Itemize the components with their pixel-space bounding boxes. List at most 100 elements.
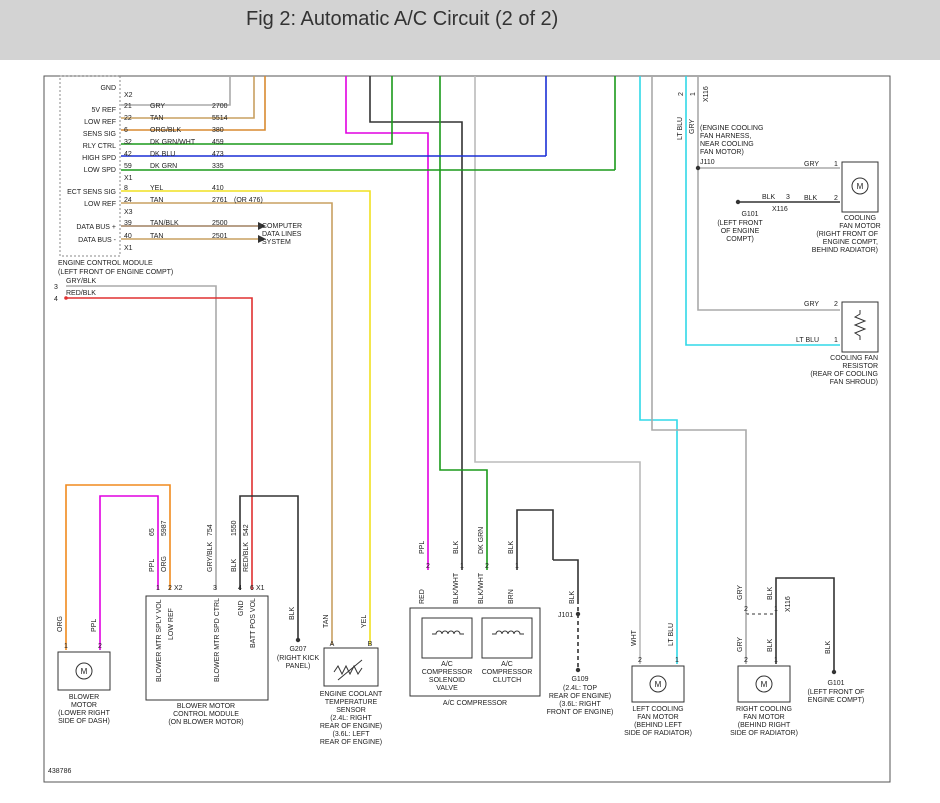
g101b-label: G101 (827, 680, 844, 687)
g101a-pin: 3 (786, 194, 790, 201)
ecm-connector-x1: X1 (124, 175, 133, 182)
ecm-pin-number: 59 (124, 163, 132, 170)
computer-data-label: SYSTEM (262, 239, 291, 246)
rfan-wire: BLK (767, 638, 774, 652)
rfan-label: RIGHT COOLING (736, 706, 792, 713)
wire-gry-5vref (121, 76, 231, 106)
ac-pin: 2 (426, 563, 430, 570)
bmcm-connector-x1: X1 (256, 585, 265, 592)
wire-dkgrn-comp (439, 76, 488, 570)
g207-label: G207 (289, 646, 306, 653)
ecm-wire-color: GRY (150, 103, 165, 110)
ecm-wire-color: DK BLU (150, 151, 175, 158)
motor-icon (75, 662, 93, 680)
wires (65, 76, 840, 672)
cfm-label: FAN MOTOR (839, 223, 880, 230)
ac-bottom-wire: RED (419, 589, 426, 604)
ecm-name: ENGINE CONTROL MODULE (58, 260, 153, 267)
lfan-label: (BEHIND LEFT (634, 722, 683, 729)
bmcm-wire: PPL (149, 559, 156, 572)
feed-dot (64, 296, 68, 300)
ground-icon (831, 669, 837, 675)
cfm-wire: BLK (804, 195, 818, 202)
ac-pin: 1 (515, 563, 519, 570)
wire-gry-rightfan (651, 76, 747, 590)
ecm-pin-number: 39 (124, 220, 132, 227)
wire-ltblu-leftfan (639, 76, 678, 664)
bmcm-circuit: 754 (207, 524, 214, 536)
cfr-label: FAN SHROUD) (830, 379, 878, 386)
valve-label: A/C (441, 661, 453, 668)
ecm-pin-number: 21 (124, 103, 132, 110)
g109-loc: REAR OF ENGINE) (549, 693, 611, 700)
bmcm-pin-label: BLOWER MTR SPD CTRL (214, 598, 221, 682)
ect-label: (2.4L: RIGHT (330, 715, 372, 722)
bmcm-circuit: 1550 (231, 520, 238, 536)
cooling-fan-resistor: 2 1 GRY LT BLU COOLING FAN RESISTOR (REA… (796, 301, 879, 386)
harness-label: FAN MOTOR) (700, 149, 744, 156)
wire-blk-clutch (516, 509, 554, 570)
rfan-wire: BLK (767, 586, 774, 600)
g109-loc: (3.6L: RIGHT (559, 701, 601, 708)
lfan-pin: 2 (638, 657, 642, 664)
ecm-circuit: 2761 (212, 197, 228, 204)
harness-label: (ENGINE COOLING (700, 125, 763, 132)
ac-top-wire: DK GRN (478, 527, 485, 554)
ecm-wire-color: ORG/BLK (150, 127, 181, 134)
cfm-wire: GRY (804, 161, 819, 168)
harness-pin: 2 (678, 92, 685, 96)
valve-label: COMPRESSOR (422, 669, 473, 676)
valve-label: VALVE (436, 685, 458, 692)
g207-loc: (RIGHT KICK (277, 655, 320, 662)
cfr-pin: 1 (834, 337, 838, 344)
arrow-icon (258, 222, 266, 230)
clutch-box (481, 617, 533, 659)
rfan-label: FAN MOTOR (743, 714, 784, 721)
ect-label: SENSOR (336, 707, 366, 714)
feed-color: GRY/BLK (66, 278, 97, 285)
wire-dkgrnwht-rly (121, 76, 393, 145)
cfm-pin: 1 (834, 161, 838, 168)
rfan-connector: X116 (785, 596, 792, 612)
motor-icon-label: M (655, 680, 662, 689)
harness-wire: GRY (689, 119, 696, 134)
wire-orgblk-sens (121, 76, 266, 131)
ground-g101-top: BLK 3 X116 G101 (LEFT FRONT OF ENGINE CO… (717, 194, 790, 243)
ecm-pin-label: RLY CTRL (83, 143, 116, 150)
ecm-pin-label: LOW REF (84, 201, 116, 208)
ac-compressor-name: A/C COMPRESSOR (443, 700, 507, 707)
wire-yel-ect (121, 190, 371, 645)
ac-top-wire: BLK (508, 540, 515, 554)
ecm-pin-label: SENS SIG (83, 131, 116, 138)
lfan-label: FAN MOTOR (637, 714, 678, 721)
lfan-label: LEFT COOLING (632, 706, 683, 713)
computer-data-label: COMPUTER (262, 223, 302, 230)
ecm-wire-color: TAN/BLK (150, 220, 179, 227)
wire-blk-g207 (239, 495, 299, 640)
lfan-wire: WHT (631, 629, 638, 646)
page-title: Fig 2: Automatic A/C Circuit (2 of 2) (246, 8, 559, 30)
cfm-label: BEHIND RADIATOR) (812, 247, 878, 254)
motor-icon (851, 177, 869, 195)
cfm-label: COOLING (844, 215, 876, 222)
bmcm-pin-label: GND (238, 600, 245, 616)
ecm-pin-number: 6 (124, 127, 128, 134)
ect-wire: TAN (323, 615, 330, 628)
rfan-pin: 2 (744, 657, 748, 664)
ecm-wire-color: YEL (150, 185, 163, 192)
solenoid-valve-box (421, 617, 473, 659)
wire-org-blower (65, 484, 171, 650)
ecm-wire-color: DK GRN (150, 163, 177, 170)
feed-pin: 3 (54, 284, 58, 291)
wire-ltblu-resistor (685, 76, 840, 346)
cfm-label: ENGINE COMPT, (823, 239, 878, 246)
left-cooling-fan-motor: M 2 1 WHT LT BLU LEFT COOLING FAN MOTOR … (624, 623, 692, 737)
wire-blk-comp (369, 76, 463, 570)
ecm-pin-number: 24 (124, 197, 132, 204)
g101a-label: G101 (741, 211, 758, 218)
ecm-circuit: 473 (212, 151, 224, 158)
motor-icon-label: M (857, 182, 864, 191)
bmcm-pin: 1 (156, 585, 160, 592)
right-cooling-fan-motor: GRY BLK GRY BLK 2 1 X116 M 2 1 RIGHT COO… (730, 585, 798, 737)
valve-label: SOLENOID (429, 677, 465, 684)
